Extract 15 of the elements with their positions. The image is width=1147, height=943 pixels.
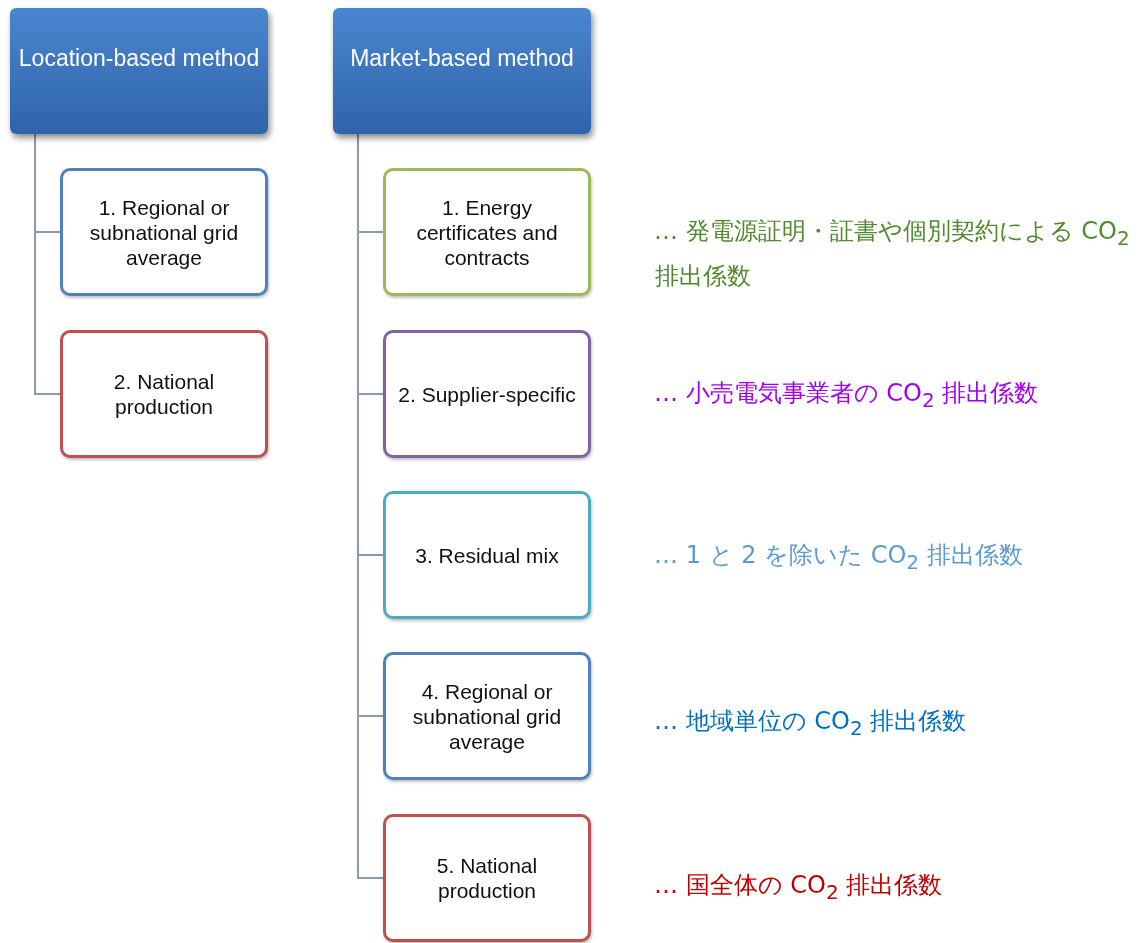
note-text: … 発電源証明・証書や個別契約による CO$_{2}$ 排出係数 <box>655 216 1131 292</box>
connector-line <box>34 133 61 395</box>
note-text: … 1 と 2 を除いた CO$_{2}$ 排出係数 <box>655 540 1024 576</box>
method-box: 4. Regional or subnational grid average <box>383 652 591 780</box>
method-box: 1. Regional or subnational grid average <box>60 168 268 296</box>
method-box: 3. Residual mix <box>383 491 591 619</box>
method-box: 2. National production <box>60 330 268 458</box>
note-text: … 地域単位の CO$_{2}$ 排出係数 <box>655 706 968 742</box>
note-text: … 国全体の CO$_{2}$ 排出係数 <box>655 870 944 906</box>
method-box: 5. National production <box>383 814 591 942</box>
method-header-box: Location-based method <box>10 8 268 134</box>
method-box: 1. Energy certificates and contracts <box>383 168 591 296</box>
method-box: 2. Supplier-specific <box>383 330 591 458</box>
method-header-box: Market-based method <box>333 8 591 134</box>
note-text: … 小売電気事業者の CO$_{2}$ 排出係数 <box>655 378 1040 414</box>
